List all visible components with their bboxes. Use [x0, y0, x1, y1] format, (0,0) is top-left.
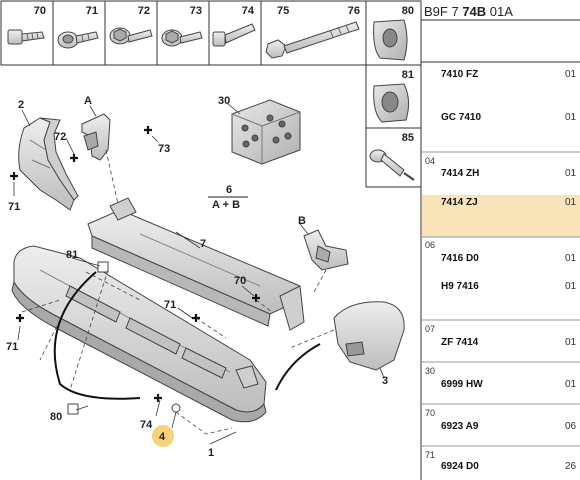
leader-lines — [13, 103, 385, 445]
rear-bumper-part[interactable] — [11, 245, 267, 423]
table-row-qty: 01 — [565, 168, 577, 179]
callout-70[interactable]: 70 — [234, 275, 246, 287]
table-row-qty: 06 — [565, 421, 577, 432]
box-label-75: 75 — [277, 5, 289, 17]
screw-70-icon — [7, 29, 45, 45]
table-row-code[interactable]: 6923 A9 — [441, 421, 479, 432]
callout-72[interactable]: 72 — [54, 131, 66, 143]
callout-3[interactable]: 3 — [382, 375, 388, 387]
header-text: B9F 7 74B 01A — [424, 4, 513, 19]
callout-80[interactable]: 80 — [50, 411, 62, 423]
callout-1[interactable]: 1 — [208, 447, 214, 459]
bolt-76-icon — [265, 21, 360, 59]
rivet-85-icon — [369, 149, 415, 181]
callout-71-mid[interactable]: 71 — [164, 299, 176, 311]
screw-73-icon — [161, 29, 203, 47]
box-label-85: 85 — [402, 132, 414, 144]
table-row-code[interactable]: H9 7416 — [441, 281, 479, 292]
table-row-qty: 01 — [565, 112, 577, 123]
table-group: 70 — [425, 408, 435, 418]
clip-nut-81-marker[interactable] — [97, 261, 109, 273]
clip-nut-80-marker[interactable] — [67, 403, 79, 415]
box-label-76: 76 — [348, 5, 360, 17]
table-row-qty: 01 — [565, 281, 577, 292]
table-group: 07 — [425, 324, 435, 334]
table-group: 71 — [425, 450, 435, 460]
bracket-b-part[interactable] — [303, 229, 349, 271]
clip-bag-part[interactable] — [231, 99, 301, 165]
callout-74[interactable]: 74 — [140, 419, 153, 431]
reinforcement-beam-part[interactable] — [87, 197, 305, 331]
nut-81-icon — [373, 83, 410, 123]
table-group: 30 — [425, 366, 435, 376]
bumper-end-cap-part[interactable] — [333, 301, 405, 371]
callout-4[interactable]: 4 — [159, 431, 166, 443]
box-label-72: 72 — [138, 5, 150, 17]
callout-7[interactable]: 7 — [200, 238, 206, 250]
table-row-code[interactable]: ZF 7414 — [441, 337, 479, 348]
table-row-qty: 01 — [565, 69, 577, 80]
reference-panel: B9F 7 74B 01A 04 06 07 30 70 71 7410 FZ … — [420, 4, 580, 480]
table-row-code[interactable]: 7414 ZJ — [441, 197, 478, 208]
wheel-arch-liner-part[interactable] — [18, 117, 79, 211]
callout-71-top[interactable]: 71 — [8, 201, 20, 213]
table-row-code[interactable]: 7410 FZ — [441, 69, 478, 80]
table-row-qty: 01 — [565, 379, 577, 390]
table-row-code[interactable]: 7414 ZH — [441, 168, 479, 179]
table-group: 06 — [425, 240, 435, 250]
part-4-fastener[interactable] — [171, 403, 181, 413]
box-label-81: 81 — [402, 69, 414, 81]
cable-strap-right — [275, 343, 321, 391]
callout-6[interactable]: 6 — [226, 184, 232, 196]
clip-nut-80-icon — [373, 19, 408, 61]
callout-81[interactable]: 81 — [66, 249, 78, 261]
cable-strap — [53, 271, 141, 400]
table-row-code[interactable]: 6924 D0 — [441, 461, 479, 472]
box-label-71: 71 — [86, 5, 98, 17]
alignment-dashes — [21, 149, 335, 435]
callout-a-plus-b[interactable]: A + B — [212, 199, 240, 211]
highlight-row — [422, 195, 580, 237]
callout-73[interactable]: 73 — [158, 143, 170, 155]
bracket-a-part[interactable] — [81, 113, 111, 161]
table-group: 04 — [425, 156, 435, 166]
table-row-code[interactable]: 6999 HW — [441, 379, 483, 390]
table-row-qty: 01 — [565, 253, 577, 264]
callout-71-bottom[interactable]: 71 — [6, 341, 18, 353]
box-label-80: 80 — [402, 5, 414, 17]
fastener-box-strip: 70 71 72 73 74 75 76 80 81 85 — [0, 0, 422, 188]
part-4-highlight[interactable] — [152, 425, 174, 447]
table-row-code[interactable]: 7416 D0 — [441, 253, 479, 264]
callout-b[interactable]: B — [298, 215, 306, 227]
box-label-70: 70 — [34, 5, 46, 17]
box-label-73: 73 — [190, 5, 202, 17]
exploded-view: 2 A 72 73 30 6 A + B 71 81 7 B 70 71 71 … — [6, 95, 405, 459]
screw-72-icon — [109, 27, 153, 45]
box-label-74: 74 — [242, 5, 255, 17]
screw-71-icon — [57, 31, 99, 49]
table-row-qty: 26 — [565, 461, 577, 472]
table-row-qty: 01 — [565, 337, 577, 348]
callout-30[interactable]: 30 — [218, 95, 230, 107]
table-row-code[interactable]: GC 7410 — [441, 112, 481, 123]
callout-2[interactable]: 2 — [18, 99, 24, 111]
table-row-qty: 01 — [565, 197, 577, 208]
bolt-74-icon — [212, 23, 256, 47]
callout-a[interactable]: A — [84, 95, 92, 107]
